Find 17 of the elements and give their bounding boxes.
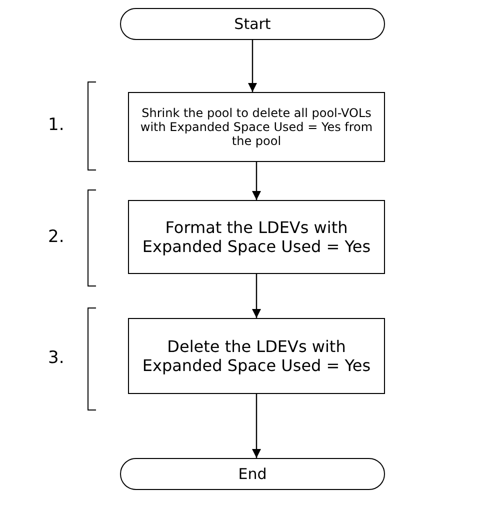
step-number: 1. <box>48 115 64 135</box>
arrow <box>252 274 261 318</box>
node-text: Delete the LDEVs with Expanded Space Used = Yes <box>141 337 372 375</box>
terminal-pill <box>120 8 385 40</box>
terminal-pill <box>120 458 385 490</box>
node-text: Shrink the pool to delete all pool-VOLs with Expanded Space Used = Yes from the pool <box>139 106 374 148</box>
step-number: 3. <box>48 348 64 368</box>
step-number: 2. <box>48 227 64 247</box>
process-box <box>128 200 385 274</box>
process-box <box>128 92 385 162</box>
node-text: End <box>237 465 268 483</box>
node-text: Start <box>233 15 272 33</box>
arrow <box>252 394 261 458</box>
arrow <box>252 162 261 200</box>
node-text: Format the LDEVs with Expanded Space Used = Yes <box>141 218 372 256</box>
process-box <box>128 318 385 394</box>
arrow <box>248 40 257 92</box>
